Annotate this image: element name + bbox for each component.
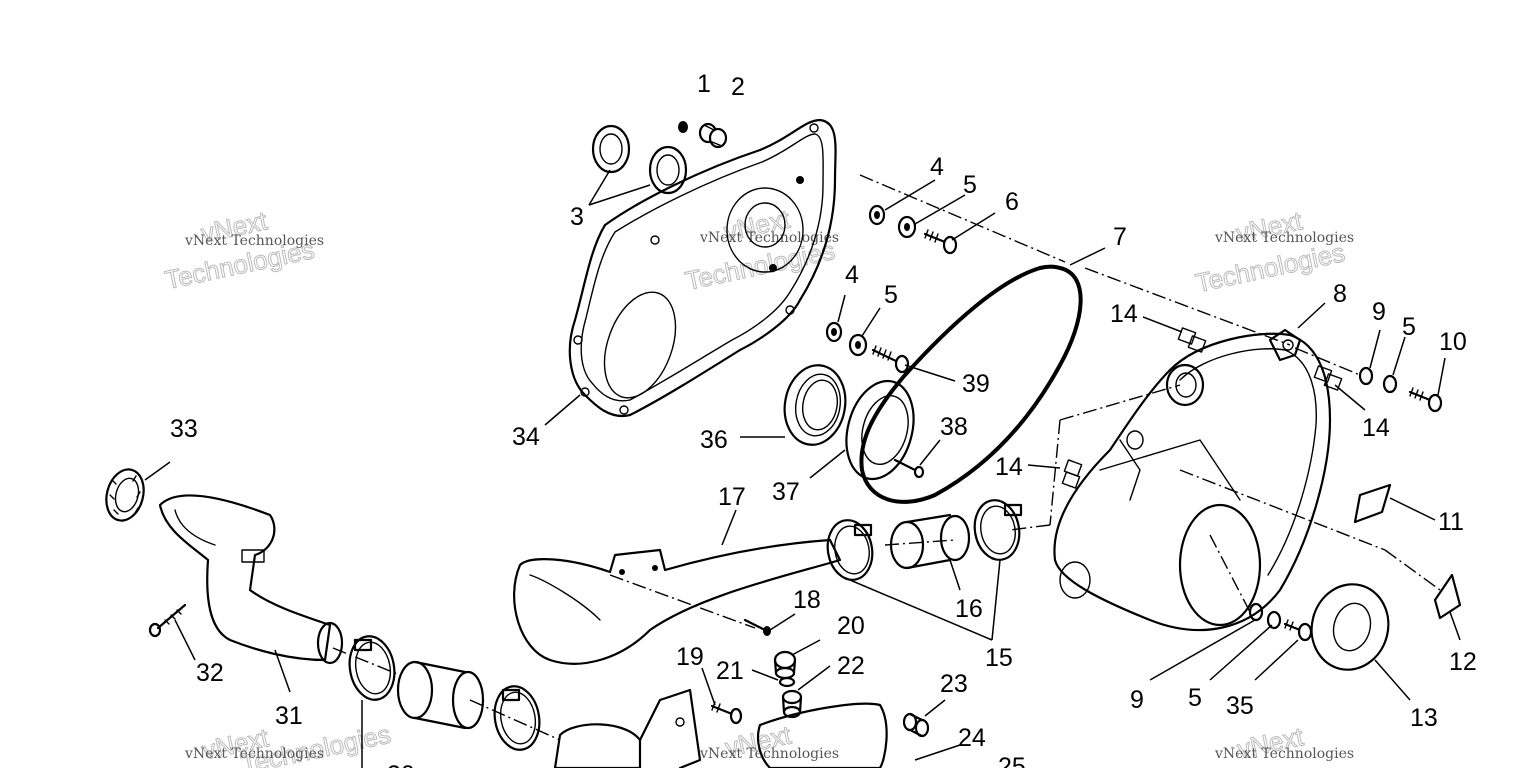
- part-38-screw: [893, 458, 925, 479]
- callout-11: 11: [1438, 508, 1464, 536]
- part-6-bolt: [923, 229, 958, 255]
- part-1-pin: [678, 121, 688, 133]
- callout-8: 8: [1333, 280, 1347, 308]
- part-9-washer-upper: [1358, 366, 1374, 386]
- part-11-decal: [1353, 483, 1392, 524]
- center-lines: [332, 174, 1441, 741]
- part-18-screw: [743, 618, 771, 636]
- callout-2: 2: [731, 73, 745, 101]
- part-14-clip: [1061, 459, 1083, 489]
- part-19-screw: [710, 701, 743, 725]
- watermark-text: vNext Technologies: [699, 746, 839, 762]
- callout-24: 24: [958, 724, 986, 752]
- part-33-seal: [105, 468, 145, 522]
- callout-5-upper: 5: [963, 171, 977, 199]
- callout-4-upper: 4: [930, 153, 944, 181]
- callout-33: 33: [170, 415, 198, 443]
- part-21-washer: [778, 676, 796, 688]
- callout-38: 38: [940, 413, 968, 441]
- part-39-bolt: [871, 345, 910, 374]
- callout-32: 32: [196, 659, 224, 687]
- callout-39: 39: [962, 370, 990, 398]
- callout-6: 6: [1005, 188, 1019, 216]
- part-8-outer-cover: [1053, 328, 1332, 632]
- callout-14-left: 14: [995, 453, 1023, 481]
- callout-19: 19: [676, 643, 704, 671]
- part-20-cap: [773, 650, 797, 680]
- callout-1: 1: [697, 70, 711, 98]
- part-13-cover-ring: [1310, 583, 1390, 671]
- callout-34: 34: [512, 423, 540, 451]
- part-10-bolt: [1408, 387, 1443, 413]
- callout-22: 22: [837, 652, 865, 680]
- part-26-housing: [553, 688, 702, 768]
- part-3-seal-rings: [591, 124, 688, 195]
- part-4-washer-lower: [825, 321, 843, 343]
- part-31-intake-elbow: [158, 494, 344, 665]
- callout-9-upper: 9: [1372, 298, 1386, 326]
- callout-25: 25: [998, 753, 1026, 768]
- callout-5-lower: 5: [884, 281, 898, 309]
- part-15-clamp: [826, 519, 874, 581]
- part-5-washer-lower: [848, 333, 868, 357]
- callout-23: 23: [940, 670, 968, 698]
- watermark-text: vNext Technologies: [1214, 746, 1354, 762]
- callout-5-lower-right: 5: [1188, 684, 1202, 712]
- callout-5-right: 5: [1402, 313, 1416, 341]
- part-17-air-duct: [513, 538, 842, 665]
- callout-9-lower: 9: [1130, 686, 1144, 714]
- part-15-clamp: [973, 499, 1023, 561]
- part-2-bushing: [698, 122, 728, 149]
- part-5-washer-right: [1382, 374, 1398, 394]
- part-5-washer-lower-right: [1266, 610, 1282, 630]
- callout-4-lower: 4: [845, 261, 859, 289]
- watermark-outline-bottom: Technologies: [1193, 237, 1348, 298]
- callout-20: 20: [837, 612, 865, 640]
- watermark-group: vNext Technologies vNext Technologies vN…: [162, 203, 1354, 768]
- callout-37: 37: [772, 478, 800, 506]
- part-16-hose: [889, 513, 971, 570]
- part-32-bolt: [148, 603, 187, 638]
- part-14-clip: [1313, 365, 1343, 391]
- callout-14-right: 14: [1362, 414, 1390, 442]
- part-30-hose: [396, 660, 485, 730]
- callout-31: 31: [275, 702, 303, 730]
- part-14-clip: [1177, 327, 1207, 353]
- callout-3: 3: [570, 203, 584, 231]
- callout-36: 36: [700, 426, 728, 454]
- leader-lines: [144, 169, 1461, 768]
- part-9-washer-lower: [1248, 602, 1264, 622]
- callout-21: 21: [716, 657, 744, 685]
- callout-35: 35: [1226, 692, 1254, 720]
- watermark-text: vNext Technologies: [184, 746, 324, 762]
- part-5-washer-upper: [897, 215, 917, 239]
- part-12-decal: [1433, 573, 1462, 620]
- part-34-inner-cover: [568, 118, 837, 418]
- callout-16: 16: [955, 595, 983, 623]
- callout-7: 7: [1113, 223, 1127, 251]
- callout-18: 18: [793, 586, 821, 614]
- callout-30: 30: [387, 761, 415, 768]
- part-35-bolt: [1283, 619, 1313, 642]
- watermark-text: vNext Technologies: [184, 233, 324, 249]
- part-4-washer-upper: [868, 204, 886, 226]
- part-29-clamp: [348, 635, 396, 701]
- callout-12: 12: [1449, 648, 1477, 676]
- callout-14-top: 14: [1110, 300, 1138, 328]
- part-29-clamp: [493, 685, 541, 751]
- part-27-housing: [756, 702, 888, 768]
- part-23-plug: [902, 712, 930, 738]
- callout-15: 15: [985, 644, 1013, 672]
- watermark-text: vNext Technologies: [699, 230, 839, 246]
- callout-17: 17: [718, 483, 746, 511]
- callout-10: 10: [1439, 328, 1467, 356]
- part-37-bearing-plate: [845, 379, 915, 481]
- callout-13: 13: [1410, 704, 1438, 732]
- callout-labels: 1 2 3 4 5 6 7 4 5 8 9 5 10 14 14 14 39 3…: [170, 70, 1477, 768]
- part-36-seal: [783, 364, 847, 446]
- watermark-text: vNext Technologies: [1214, 230, 1354, 246]
